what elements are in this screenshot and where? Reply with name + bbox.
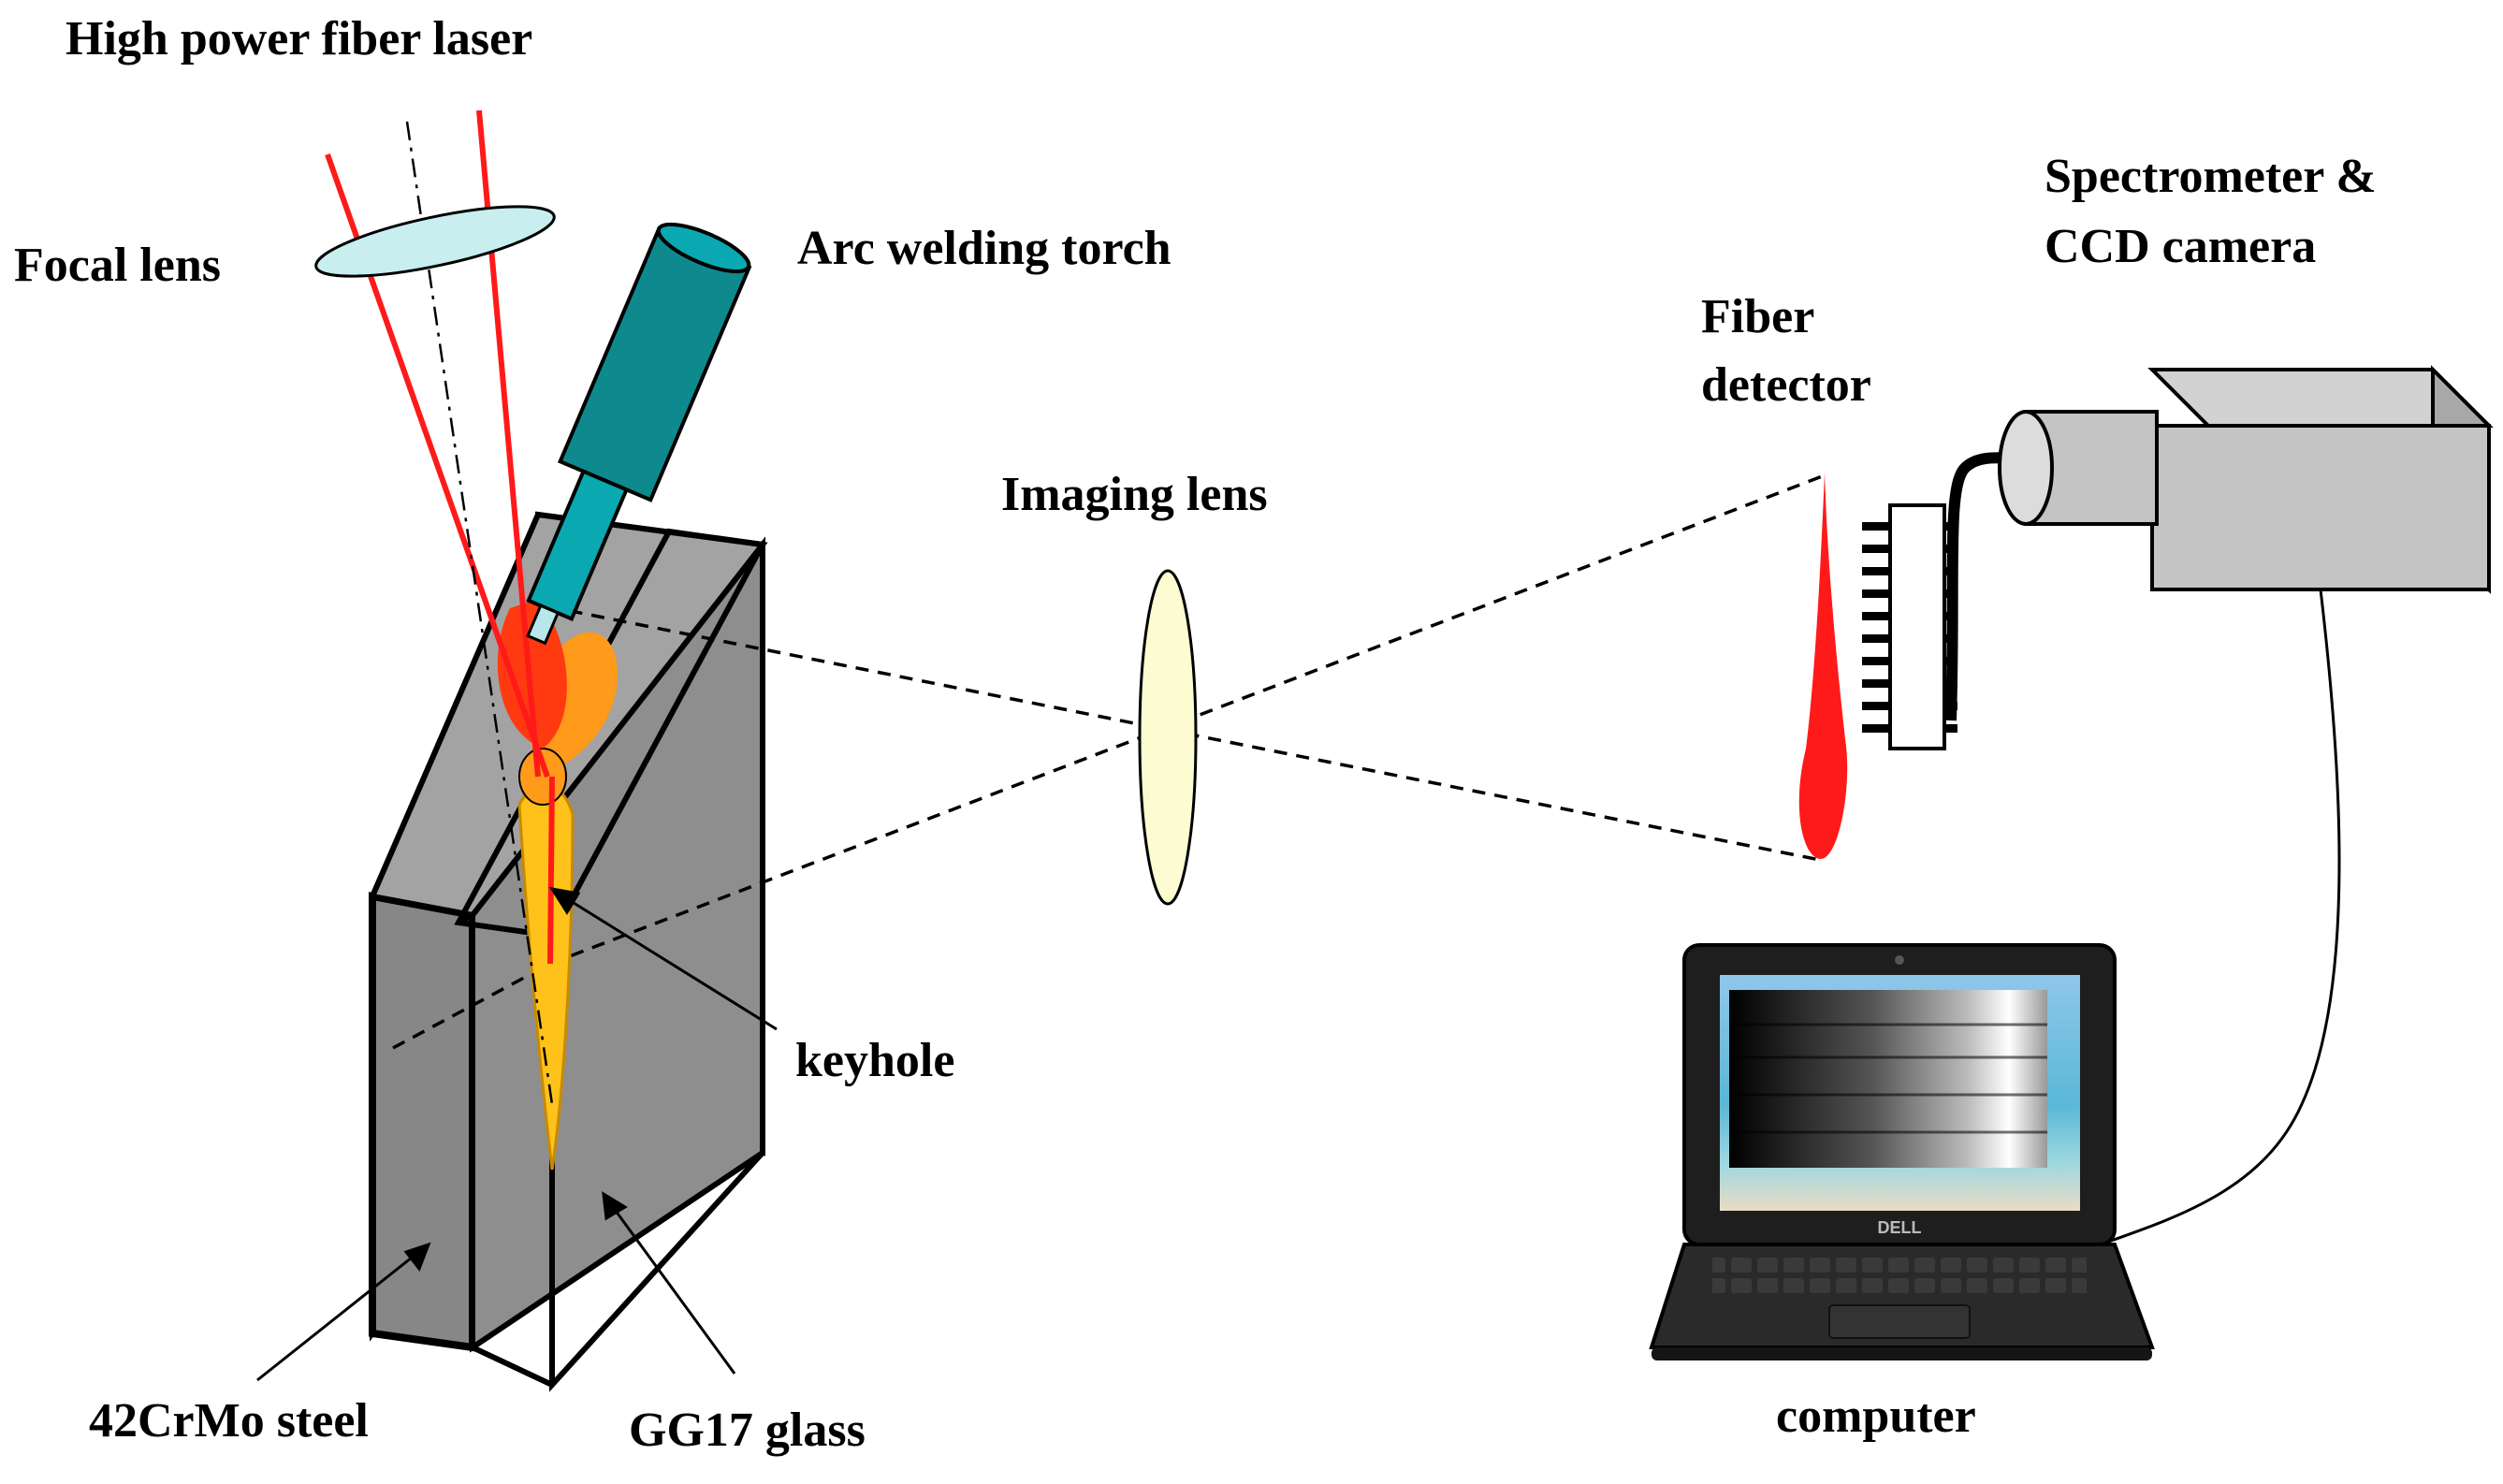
pointer-arrows xyxy=(256,886,778,1382)
laser-axis xyxy=(405,121,554,1105)
torch-label: Arc welding torch xyxy=(797,222,1171,275)
computer-label: computer xyxy=(1776,1389,1976,1443)
laptop-brand: DELL xyxy=(1878,1218,1922,1237)
focal-lens-label: Focal lens xyxy=(14,239,221,292)
imaging-lens xyxy=(1138,569,1198,906)
spectrometer-camera xyxy=(1998,365,2494,1246)
keyhole-plume xyxy=(497,599,618,1171)
spectrometer-label-line2: CCD camera xyxy=(2045,220,2316,273)
focal-lens xyxy=(314,205,556,278)
imaging-lens-label: Imaging lens xyxy=(1001,468,1268,521)
glass-label: GG17 glass xyxy=(629,1404,866,1457)
laser-label: High power fiber laser xyxy=(65,12,532,65)
fiber-label-line1: Fiber xyxy=(1701,290,1814,343)
spectrometer-label-line1: Spectrometer & xyxy=(2045,150,2377,203)
spectrum-image xyxy=(1729,990,2047,1168)
plasma-image xyxy=(1798,473,1848,860)
fiber-label-line2: detector xyxy=(1701,358,1871,412)
keyhole-label: keyhole xyxy=(795,1034,954,1087)
steel-label: 42CrMo steel xyxy=(89,1394,369,1448)
fiber-detector-array xyxy=(1862,452,2027,750)
laptop-computer: DELL xyxy=(1649,943,2155,1360)
arc-welding-torch xyxy=(526,222,752,646)
